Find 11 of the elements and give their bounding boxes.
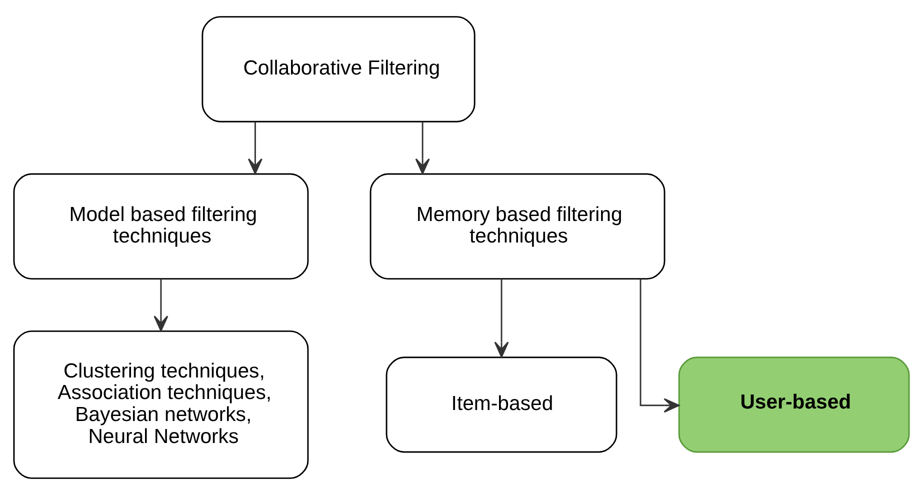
arrow — [494, 278, 509, 358]
arrow — [640, 279, 680, 413]
node-box: Model based filtering techniques — [13, 173, 309, 280]
arrow — [154, 278, 168, 332]
node-box: User-based — [678, 356, 910, 453]
node-box: Clustering techniques, Association techniques, Bayesian networks, Neural Networks — [13, 330, 309, 479]
arrow — [415, 122, 430, 174]
arrow — [248, 122, 262, 174]
node-box: Item-based — [386, 356, 618, 453]
node-box: Memory based filtering techniques — [370, 173, 666, 280]
node-box: Collaborative Filtering — [202, 16, 476, 122]
